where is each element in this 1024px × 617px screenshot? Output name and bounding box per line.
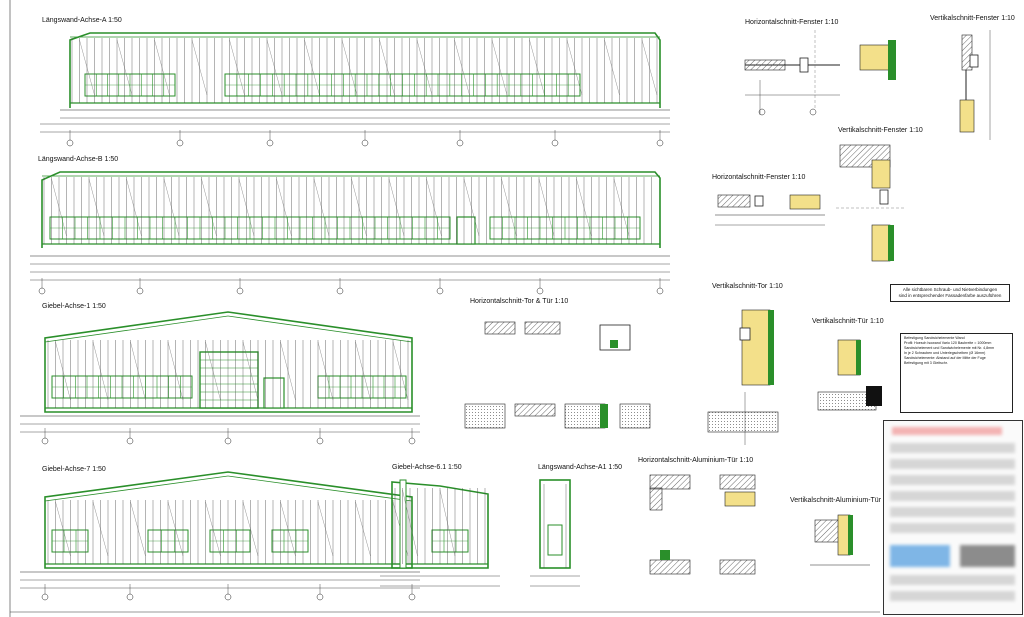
legend-line-5: Sandwichelemente: Abstand auf der Mitte …: [904, 356, 986, 360]
view-title-vs-tor: Vertikalschnitt-Tor 1:10: [712, 283, 783, 290]
title-block-row: [890, 575, 1015, 585]
legend-line-2: Profil: Hoesch Isowand Vario 120 Baubrei…: [904, 341, 992, 345]
detail-vs-tor: [707, 309, 779, 445]
view-title-vs-fenster-mid: Vertikalschnitt-Fenster 1:10: [838, 127, 923, 134]
detail-vs-tuer: [817, 339, 882, 411]
view-title-laengswand-a1: Längswand-Achse-A1 1:50: [538, 464, 623, 471]
detail-hs-tor-tuer: [464, 321, 651, 429]
elevation-laengswand-a1: [530, 479, 580, 587]
view-title-vs-alu-tuer: Vertikalschnitt-Aluminium-Tür 1:10: [790, 497, 897, 504]
title-block-header: [892, 427, 1002, 435]
fastener-note: Alle sichtbaren Schraub- und Nietverbind…: [890, 284, 1010, 302]
elevation-giebel-7: [20, 471, 420, 601]
view-title-laengswand-a: Längswand-Achse-A 1:50: [42, 17, 122, 24]
title-block-row: [890, 591, 1015, 601]
view-title-hs-fenster-top: Horizontalschnitt-Fenster 1:10: [745, 19, 839, 26]
detail-vs-fenster-top: [959, 30, 991, 140]
fastener-note-line-2: sind in entsprechender Fassadenfarbe aus…: [898, 293, 1002, 298]
view-title-vs-fenster-top: Vertikalschnitt-Fenster 1:10: [930, 15, 1015, 22]
view-title-hs-alu-tuer: Horizontalschnitt-Aluminium-Tür 1:10: [638, 457, 754, 464]
view-title-laengswand-b: Längswand-Achse-B 1:50: [38, 156, 119, 163]
title-block-row: [890, 491, 1015, 501]
detail-vs-fenster-mid: [836, 144, 905, 262]
legend-line-6: Befestigung mit 3 Gleitschr.: [904, 361, 948, 365]
view-title-hs-fenster-mid: Horizontalschnitt-Fenster 1:10: [712, 174, 806, 181]
company-logo-secondary: [960, 545, 1015, 567]
view-title-giebel-7: Giebel-Achse-7 1:50: [42, 466, 106, 473]
company-logo: [890, 545, 950, 567]
fastener-note-line-1: Alle sichtbaren Schraub- und Nietverbind…: [902, 287, 998, 292]
detail-hs-fenster-mid: [715, 194, 825, 226]
title-block-row: [890, 443, 1015, 453]
title-block: [883, 420, 1023, 615]
legend-line-4: In je 2 Schrauben und Unterlegscheiben (…: [904, 351, 986, 355]
legend-line-1: Befestigung Sandwichelemente Wand: [904, 336, 965, 340]
legend-line-3: Sandwichelement und Sandwichelemente mit…: [904, 346, 995, 350]
view-title-vs-tuer: Vertikalschnitt-Tür 1:10: [812, 318, 884, 325]
detail-hs-fenster-top: [744, 30, 896, 116]
title-block-row: [890, 507, 1015, 517]
title-block-row: [890, 459, 1015, 469]
elevation-giebel-1: [20, 311, 420, 445]
view-title-giebel-1: Giebel-Achse-1 1:50: [42, 303, 106, 310]
detail-vs-alu-tuer: [810, 514, 870, 566]
detail-hs-alu-tuer: [649, 474, 756, 575]
view-title-giebel-6-1: Giebel-Achse-6.1 1:50: [392, 464, 462, 471]
fastening-legend: Befestigung Sandwichelemente Wand Profil…: [900, 333, 1013, 413]
title-block-row: [890, 475, 1015, 485]
view-title-hs-tor-tuer: Horizontalschnitt-Tor & Tür 1:10: [470, 298, 569, 305]
title-block-row: [890, 523, 1015, 533]
